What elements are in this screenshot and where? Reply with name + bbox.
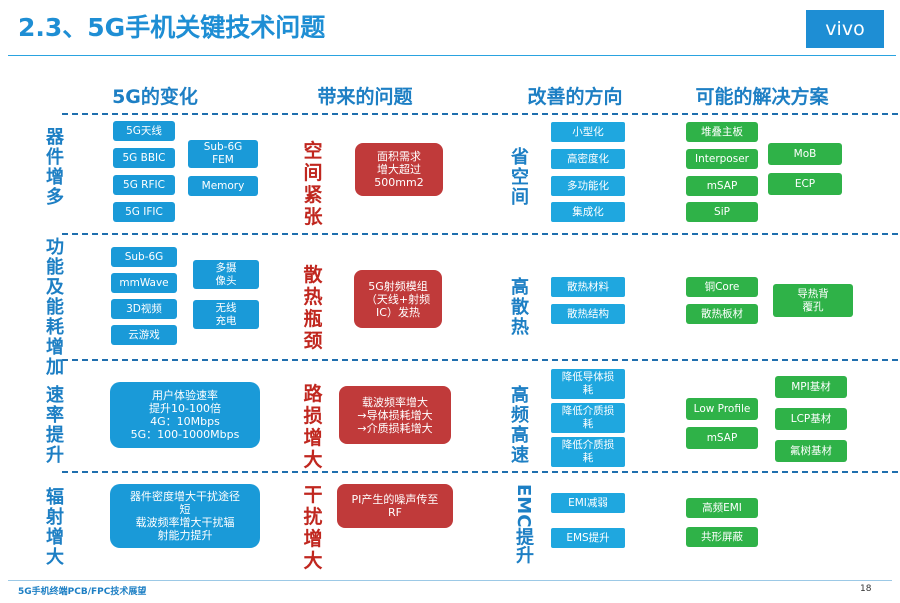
change-box: 用户体验速率 提升10-100倍 4G：10Mbps 5G：100-1000Mb… bbox=[110, 382, 260, 448]
problem-box: 5G射频模组 （天线+射频 IC）发热 bbox=[354, 270, 442, 328]
problem-box: PI产生的噪声传至 RF bbox=[337, 484, 453, 528]
header-solutions: 可能的解决方案 bbox=[695, 86, 829, 108]
change-box: 多摄 像头 bbox=[193, 260, 259, 289]
title-divider bbox=[8, 55, 896, 56]
solution-box: mSAP bbox=[686, 176, 758, 196]
change-box: 5G IFIC bbox=[113, 202, 175, 222]
problem-label-heat: 散热瓶颈 bbox=[303, 264, 323, 352]
solution-box: SiP bbox=[686, 202, 758, 222]
solution-box: 高频EMI bbox=[686, 498, 758, 518]
page-title: 2.3、5G手机关键技术问题 bbox=[18, 13, 326, 42]
header-problems: 带来的问题 bbox=[317, 86, 413, 108]
direction-box: 多功能化 bbox=[551, 176, 625, 196]
solution-box: ECP bbox=[768, 173, 842, 195]
direction-box: 高密度化 bbox=[551, 149, 625, 169]
change-box: 5G RFIC bbox=[113, 175, 175, 195]
row-label-function-power: 功能及能耗增加 bbox=[46, 237, 64, 378]
direction-box: 降低介质损 耗 bbox=[551, 437, 625, 467]
direction-box: 散热材料 bbox=[551, 277, 625, 297]
row-separator bbox=[62, 359, 898, 361]
row-separator bbox=[62, 113, 898, 115]
direction-box: 集成化 bbox=[551, 202, 625, 222]
solution-box: 导热背 覆孔 bbox=[773, 284, 853, 317]
problem-label-interference: 干扰增大 bbox=[303, 484, 323, 572]
row-label-device-increase: 器件增多 bbox=[46, 127, 64, 208]
solution-box: Low Profile bbox=[686, 398, 758, 420]
direction-label-high-frequency: 高频高速 bbox=[511, 385, 529, 466]
change-box: 5G天线 bbox=[113, 121, 175, 141]
direction-label-emc: EMC提升 bbox=[513, 484, 534, 564]
row-separator bbox=[62, 471, 898, 473]
row-separator bbox=[62, 233, 898, 235]
solution-box: LCP基材 bbox=[775, 408, 847, 430]
problem-box: 载波频率增大 →导体损耗增大 →介质损耗增大 bbox=[339, 386, 451, 444]
direction-box: 降低导体损 耗 bbox=[551, 369, 625, 399]
brand-logo: vivo bbox=[806, 10, 884, 48]
change-box: 3D视频 bbox=[111, 299, 177, 319]
direction-label-heat-dissipation: 高散热 bbox=[511, 277, 529, 338]
direction-box: 小型化 bbox=[551, 122, 625, 142]
change-box: Sub-6G bbox=[111, 247, 177, 267]
change-box: Memory bbox=[188, 176, 258, 196]
solution-box: MPI基材 bbox=[775, 376, 847, 398]
solution-box: 氟树基材 bbox=[775, 440, 847, 462]
change-box: 无线 充电 bbox=[193, 300, 259, 329]
solution-box: 散热板材 bbox=[686, 304, 758, 324]
solution-box: 铜Core bbox=[686, 277, 758, 297]
problem-label-path-loss: 路损增大 bbox=[303, 383, 323, 471]
page-number: 18 bbox=[860, 584, 872, 594]
direction-box: 降低介质损 耗 bbox=[551, 403, 625, 433]
row-label-rate-increase: 速率提升 bbox=[46, 385, 64, 466]
problem-box: 面积需求 增大超过 500mm2 bbox=[355, 143, 443, 196]
problem-label-space: 空间紧张 bbox=[303, 140, 323, 228]
solution-box: 堆叠主板 bbox=[686, 122, 758, 142]
change-box: 5G BBIC bbox=[113, 148, 175, 168]
change-box: mmWave bbox=[111, 273, 177, 293]
solution-box: MoB bbox=[768, 143, 842, 165]
change-box: 云游戏 bbox=[111, 325, 177, 345]
change-box: 器件密度增大干扰途径 短 载波频率增大干扰辐 射能力提升 bbox=[110, 484, 260, 548]
change-box: Sub-6G FEM bbox=[188, 140, 258, 168]
header-changes: 5G的变化 bbox=[112, 86, 198, 108]
row-label-radiation-increase: 辐射增大 bbox=[46, 487, 64, 568]
direction-box: EMS提升 bbox=[551, 528, 625, 548]
direction-box: 散热结构 bbox=[551, 304, 625, 324]
header-directions: 改善的方向 bbox=[527, 86, 623, 108]
solution-box: Interposer bbox=[686, 149, 758, 169]
footer-divider bbox=[8, 580, 892, 581]
footer-text: 5G手机终端PCB/FPC技术展望 bbox=[18, 587, 147, 597]
direction-label-space-saving: 省空间 bbox=[511, 147, 529, 208]
direction-box: EMI减弱 bbox=[551, 493, 625, 513]
solution-box: 共形屏蔽 bbox=[686, 527, 758, 547]
solution-box: mSAP bbox=[686, 427, 758, 449]
